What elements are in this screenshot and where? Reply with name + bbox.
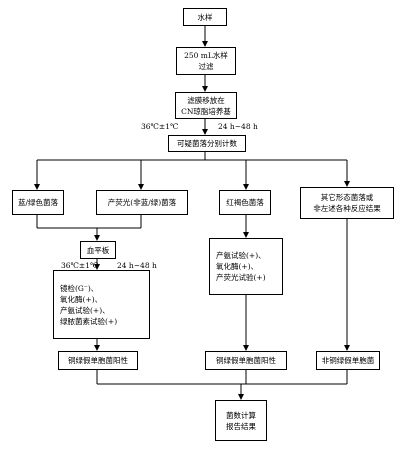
node-text: 其它形态菌落或 <box>320 193 374 202</box>
node-report: 菌数计算 报告结果 <box>215 400 267 441</box>
incubation-temp-label-2: 36℃±1℃ <box>61 261 99 270</box>
node-other: 其它形态菌落或 非左述各种反应结果 <box>300 187 394 219</box>
node-tests-left: 镜检(G⁻)、 氧化酶(+)、 产氨试验(+)、 绿脓菌素试验(+) <box>53 270 150 339</box>
node-result-left: 铜绿假单胞菌阳性 <box>58 351 138 370</box>
node-count: 可疑菌落分别计数 <box>168 135 246 152</box>
node-text: 红褐色菌落 <box>226 198 264 207</box>
node-fluorescent: 产荧光(非蓝/绿)菌落 <box>96 190 188 215</box>
node-water-sample: 水样 <box>183 8 227 26</box>
node-text: 产荧光(非蓝/绿)菌落 <box>107 198 177 207</box>
node-text: 非铜绿假单胞菌 <box>321 356 375 365</box>
node-text: 血平板 <box>86 245 110 255</box>
node-text: 产氨试验(+)、 <box>60 305 110 315</box>
node-result-mid: 铜绿假单胞菌阳性 <box>205 351 287 370</box>
node-text: 氧化酶(+)、 <box>60 294 103 304</box>
node-text: 蓝/绿色菌落 <box>17 198 59 207</box>
node-text: 250 mL水样 <box>184 51 228 60</box>
node-blood-plate: 血平板 <box>80 241 116 259</box>
node-text: 铜绿假单胞菌阳性 <box>68 356 128 365</box>
node-text: 绿脓菌素试验(+) <box>60 316 118 326</box>
node-filter: 250 mL水样 过滤 <box>176 47 236 75</box>
node-text: 水样 <box>197 12 213 22</box>
incubation-time-label: 24 h~48 h <box>218 122 258 131</box>
node-text: 过滤 <box>198 62 214 71</box>
node-result-right: 非铜绿假单胞菌 <box>316 351 380 370</box>
node-text: 产氨试验(+)、 <box>216 251 266 260</box>
node-text: 菌数计算 <box>226 410 256 420</box>
node-tests-mid: 产氨试验(+)、 氧化酶(+)、 产荧光试验(+) <box>209 238 283 295</box>
node-membrane: 滤膜移放在 CN琼脂培养基 <box>175 92 237 119</box>
node-red-brown: 红褐色菌落 <box>219 190 271 215</box>
node-text: 产荧光试验(+) <box>216 273 266 282</box>
incubation-temp-label: 36℃±1℃ <box>141 122 179 131</box>
node-text: 氧化酶(+)、 <box>216 262 259 271</box>
node-text: CN琼脂培养基 <box>181 106 231 116</box>
node-text: 镜检(G⁻)、 <box>60 283 99 293</box>
node-blue-green: 蓝/绿色菌落 <box>12 190 64 215</box>
node-text: 报告结果 <box>226 421 256 431</box>
node-text: 非左述各种反应结果 <box>313 204 381 213</box>
incubation-time-label-2: 24 h~48 h <box>117 261 157 270</box>
node-text: 可疑菌落分别计数 <box>177 139 237 148</box>
node-text: 滤膜移放在 <box>187 95 225 105</box>
node-text: 铜绿假单胞菌阳性 <box>216 356 276 365</box>
